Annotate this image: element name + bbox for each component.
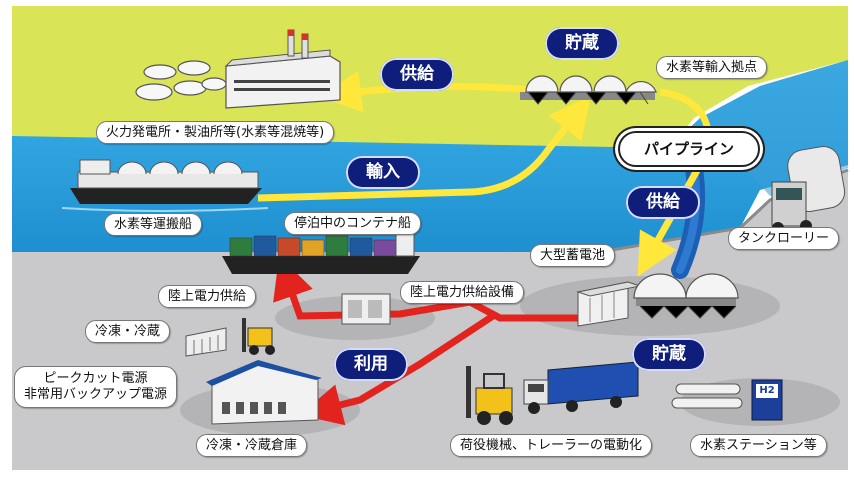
- warehouse-icon: [206, 360, 322, 425]
- lng-ship-icon: [61, 159, 269, 212]
- usage-pill: 利用: [334, 348, 408, 381]
- container-ship-icon: [222, 225, 420, 274]
- h2-station-icon: [671, 379, 783, 421]
- storage-tank-icon: [633, 273, 739, 319]
- usage-arrow-warehouse: [299, 311, 498, 426]
- storage-tank-icon: [520, 75, 657, 105]
- shore-power-equipment-label: 陸上電力供給設備: [400, 281, 525, 304]
- storage-pill-top: 貯蔵: [545, 27, 619, 60]
- supply-pill-top: 供給: [380, 58, 454, 91]
- peak-cut-line2: 非常用バックアップ電源: [24, 387, 168, 402]
- shore-power-supply-label: 陸上電力供給: [158, 285, 257, 308]
- power-plant-label: 火力発電所・製油所等(水素等混焼等): [96, 121, 335, 144]
- reefer-unit-icon: [185, 327, 227, 357]
- h2-mark: H2: [759, 385, 775, 396]
- import-arrow: [257, 95, 592, 202]
- h2-station-label: 水素ステーション等: [690, 434, 827, 457]
- storage-pill-bottom: 貯蔵: [632, 338, 706, 371]
- import-pill: 輸入: [346, 156, 420, 189]
- tank-lorry-icon: [771, 145, 846, 234]
- import-base-label: 水素等輸入拠点: [656, 56, 768, 79]
- cargo-electrification-label: 荷役機械、トレーラーの電動化: [450, 434, 653, 457]
- peak-cut-line1: ピークカット電源: [43, 371, 148, 386]
- carrier-ship-label: 水素等運搬船: [104, 213, 203, 236]
- pipeline-label: パイプライン: [618, 131, 760, 167]
- cold-warehouse-label: 冷凍・冷蔵倉庫: [196, 434, 308, 457]
- tank-lorry-label: タンクローリー: [728, 227, 840, 250]
- supply-pill-mid: 供給: [626, 186, 700, 219]
- battery-label: 大型蓄電池: [530, 244, 616, 267]
- forklift-icon: [242, 318, 275, 355]
- truck-trailer-icon: [523, 361, 639, 414]
- refrigeration-label: 冷凍・冷蔵: [85, 320, 171, 343]
- usage-arrow-ship: [273, 256, 578, 322]
- power-plant-icon: [135, 29, 341, 109]
- forklift-icon: [466, 366, 513, 425]
- shore-power-unit-icon: [341, 293, 391, 325]
- container-ship-label: 停泊中のコンテナ船: [284, 212, 422, 235]
- peak-cut-label: ピークカット電源 非常用バックアップ電源: [14, 366, 178, 408]
